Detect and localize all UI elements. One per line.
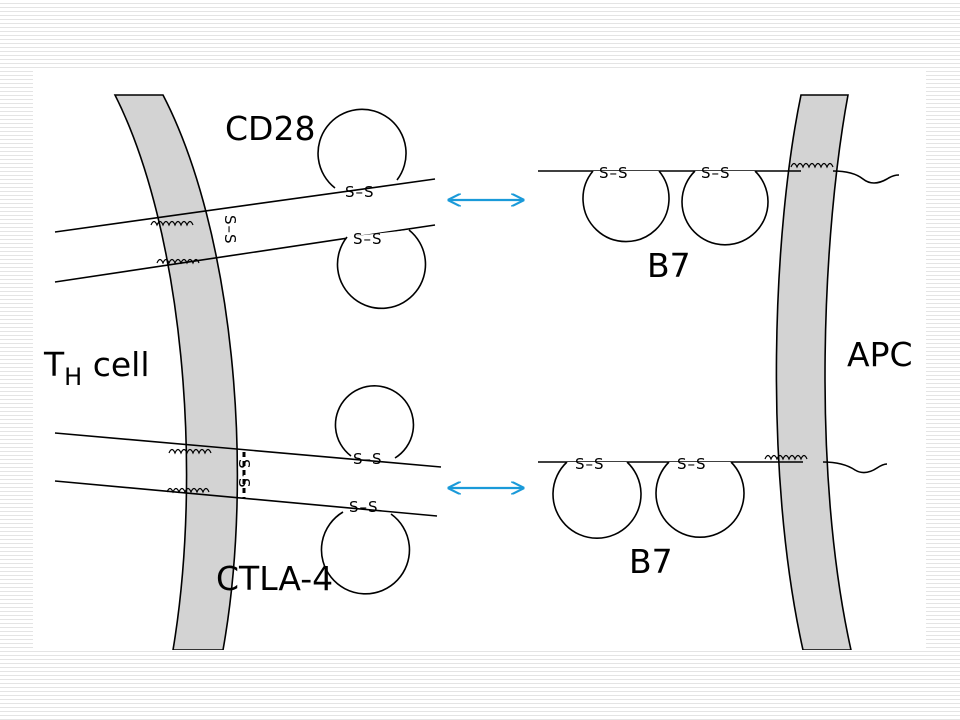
th-cell-label-rest: cell xyxy=(82,345,149,384)
ctla4-disulfide-upper: S–S xyxy=(353,450,383,468)
ctla4-chain-upper xyxy=(54,432,442,468)
th-cell-label-main: T xyxy=(43,345,65,384)
cd28-loop-upper xyxy=(317,108,407,189)
ctla4-dimer xyxy=(54,385,442,595)
b7-bottom xyxy=(538,454,888,539)
b7-top-disulfide-1: S–S xyxy=(599,164,629,182)
cd28-interchain-disulfide: S–S xyxy=(221,215,239,245)
b7-bottom-label: B7 xyxy=(629,542,673,581)
costimulation-diagram: S–S S–S S–S S–S S–S S–S S–S S–S S–S S–S … xyxy=(43,94,913,650)
b7-bottom-loop-1 xyxy=(552,461,642,539)
slide: S–S S–S S–S S–S S–S S–S S–S S–S S–S S–S … xyxy=(33,70,926,650)
b7-top-transmembrane-coil xyxy=(790,162,834,169)
apc-label: APC xyxy=(847,335,913,374)
ctla4-disulfide-lower: S–S xyxy=(349,498,379,516)
th-cell-label-sub: H xyxy=(64,363,82,391)
b7-bottom-loop-2 xyxy=(655,461,745,539)
ctla4-transmembrane-coil-lower xyxy=(166,487,210,494)
b7-bottom-transmembrane-coil xyxy=(764,454,808,461)
cd28-disulfide-lower: S–S xyxy=(353,230,383,248)
b7-bottom-disulfide-1: S–S xyxy=(575,455,605,473)
b7-top-loop-2 xyxy=(681,170,769,246)
b7-bottom-disulfide-2: S–S xyxy=(677,455,707,473)
cd28-dimer xyxy=(54,108,436,310)
ctla4-loop-lower xyxy=(320,511,411,595)
ctla4-interchain-disulfide: S–S xyxy=(235,459,253,489)
cd28-label: CD28 xyxy=(225,109,315,148)
b7-top xyxy=(538,162,900,246)
ctla4-transmembrane-coil-upper xyxy=(168,448,212,455)
ctla4-loop-upper xyxy=(334,385,415,459)
th-cell-label: TH cell xyxy=(43,345,150,391)
th-cell-membrane xyxy=(113,94,239,650)
b7-top-loop-1 xyxy=(582,170,670,243)
cd28-loop-lower xyxy=(336,229,427,310)
b7-top-label: B7 xyxy=(647,246,691,285)
apc-membrane xyxy=(775,94,852,650)
cd28-chain-upper xyxy=(54,178,436,233)
ctla4-label: CTLA-4 xyxy=(216,559,333,598)
ctla4-chain-lower xyxy=(54,480,438,517)
cd28-transmembrane-coil-lower xyxy=(156,258,200,265)
b7-top-tail xyxy=(832,170,900,184)
cd28-transmembrane-coil-upper xyxy=(150,220,194,227)
cd28-disulfide-upper: S–S xyxy=(345,183,375,201)
b7-bottom-tail xyxy=(822,461,888,474)
b7-top-disulfide-2: S–S xyxy=(701,164,731,182)
